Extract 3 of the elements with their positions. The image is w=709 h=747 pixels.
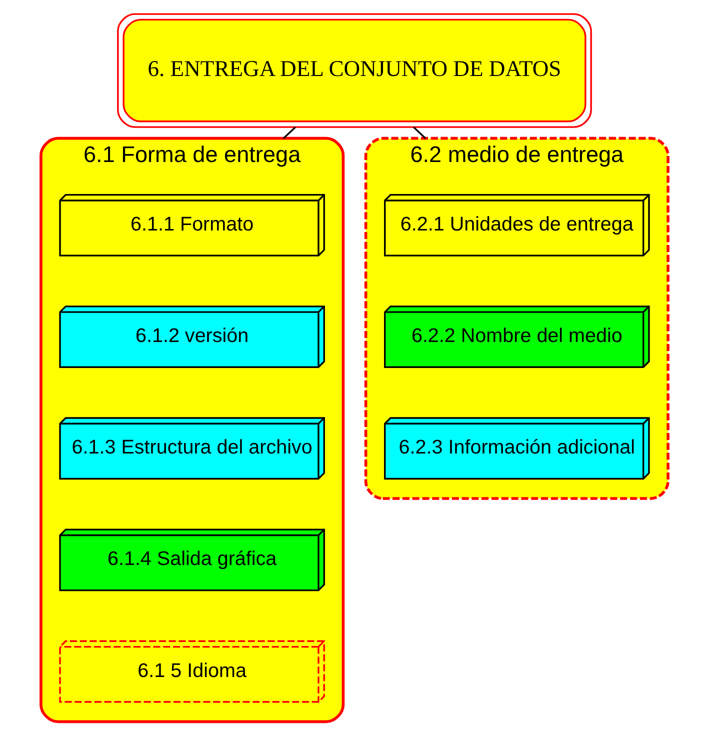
- connector: [282, 126, 296, 139]
- connector: [413, 126, 426, 139]
- node-box: 6. ENTREGA DEL CONJUNTO DE DATOS: [117, 13, 592, 128]
